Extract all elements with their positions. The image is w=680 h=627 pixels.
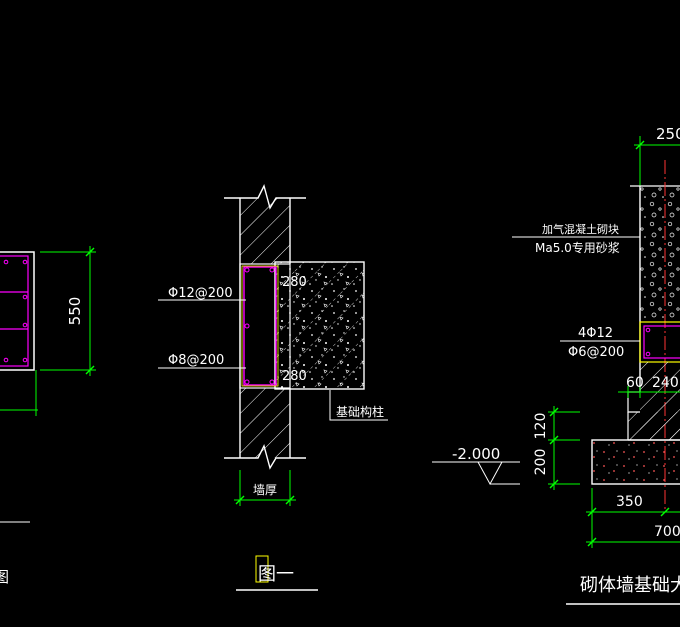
left-column-section <box>0 251 35 371</box>
dim-step-60: 60 <box>626 375 644 391</box>
right-detail: 250 加气混凝土砌块 Ma5.0专用砂浆 4Φ12 Φ6@200 60 240 <box>432 125 680 605</box>
dim-wall-240: 240 <box>652 375 679 391</box>
ring-beam <box>639 321 680 363</box>
concrete-footing <box>591 439 680 485</box>
dim-bottom-280: 280 <box>282 369 307 384</box>
break-line-bottom <box>224 444 306 470</box>
break-line-top <box>224 184 306 210</box>
material-line1: 加气混凝土砌块 <box>542 222 619 236</box>
dim-h1-120: 120 <box>533 413 549 440</box>
rebar-bottom-label: Φ8@200 <box>168 353 224 368</box>
dim-h2-200: 200 <box>533 449 549 476</box>
middle-rebar <box>243 266 277 386</box>
aerated-block-wall <box>640 186 680 322</box>
right-dim-top: 250 <box>656 125 680 143</box>
rebar-top-label: Φ12@200 <box>168 286 233 301</box>
left-title-fragment: 图 <box>0 568 9 586</box>
rebar-stirrup-label: Φ6@200 <box>568 345 624 360</box>
column-label: 基础构柱 <box>336 404 384 419</box>
dim-total-700: 700 <box>654 524 680 540</box>
left-rebar-cage <box>0 255 29 367</box>
wall-thickness-label: 墙厚 <box>253 483 277 497</box>
wall-lower-hatch <box>240 388 290 458</box>
wall-upper-hatch <box>240 198 290 264</box>
middle-detail: Φ12@200 Φ8@200 280 280 基础构柱 墙厚 图一 <box>158 184 388 591</box>
dim-half-350: 350 <box>616 494 643 510</box>
dim-top-280: 280 <box>282 275 307 290</box>
elevation-label: -2.000 <box>452 445 500 463</box>
left-dim-height: 550 <box>66 297 84 326</box>
material-line2: Ma5.0专用砂浆 <box>535 240 620 255</box>
right-detail-title: 砌体墙基础大样 <box>580 575 680 596</box>
rebar-main-label: 4Φ12 <box>578 326 613 341</box>
left-detail: 550 图 <box>0 246 96 586</box>
figure-label: 图一 <box>258 564 294 585</box>
